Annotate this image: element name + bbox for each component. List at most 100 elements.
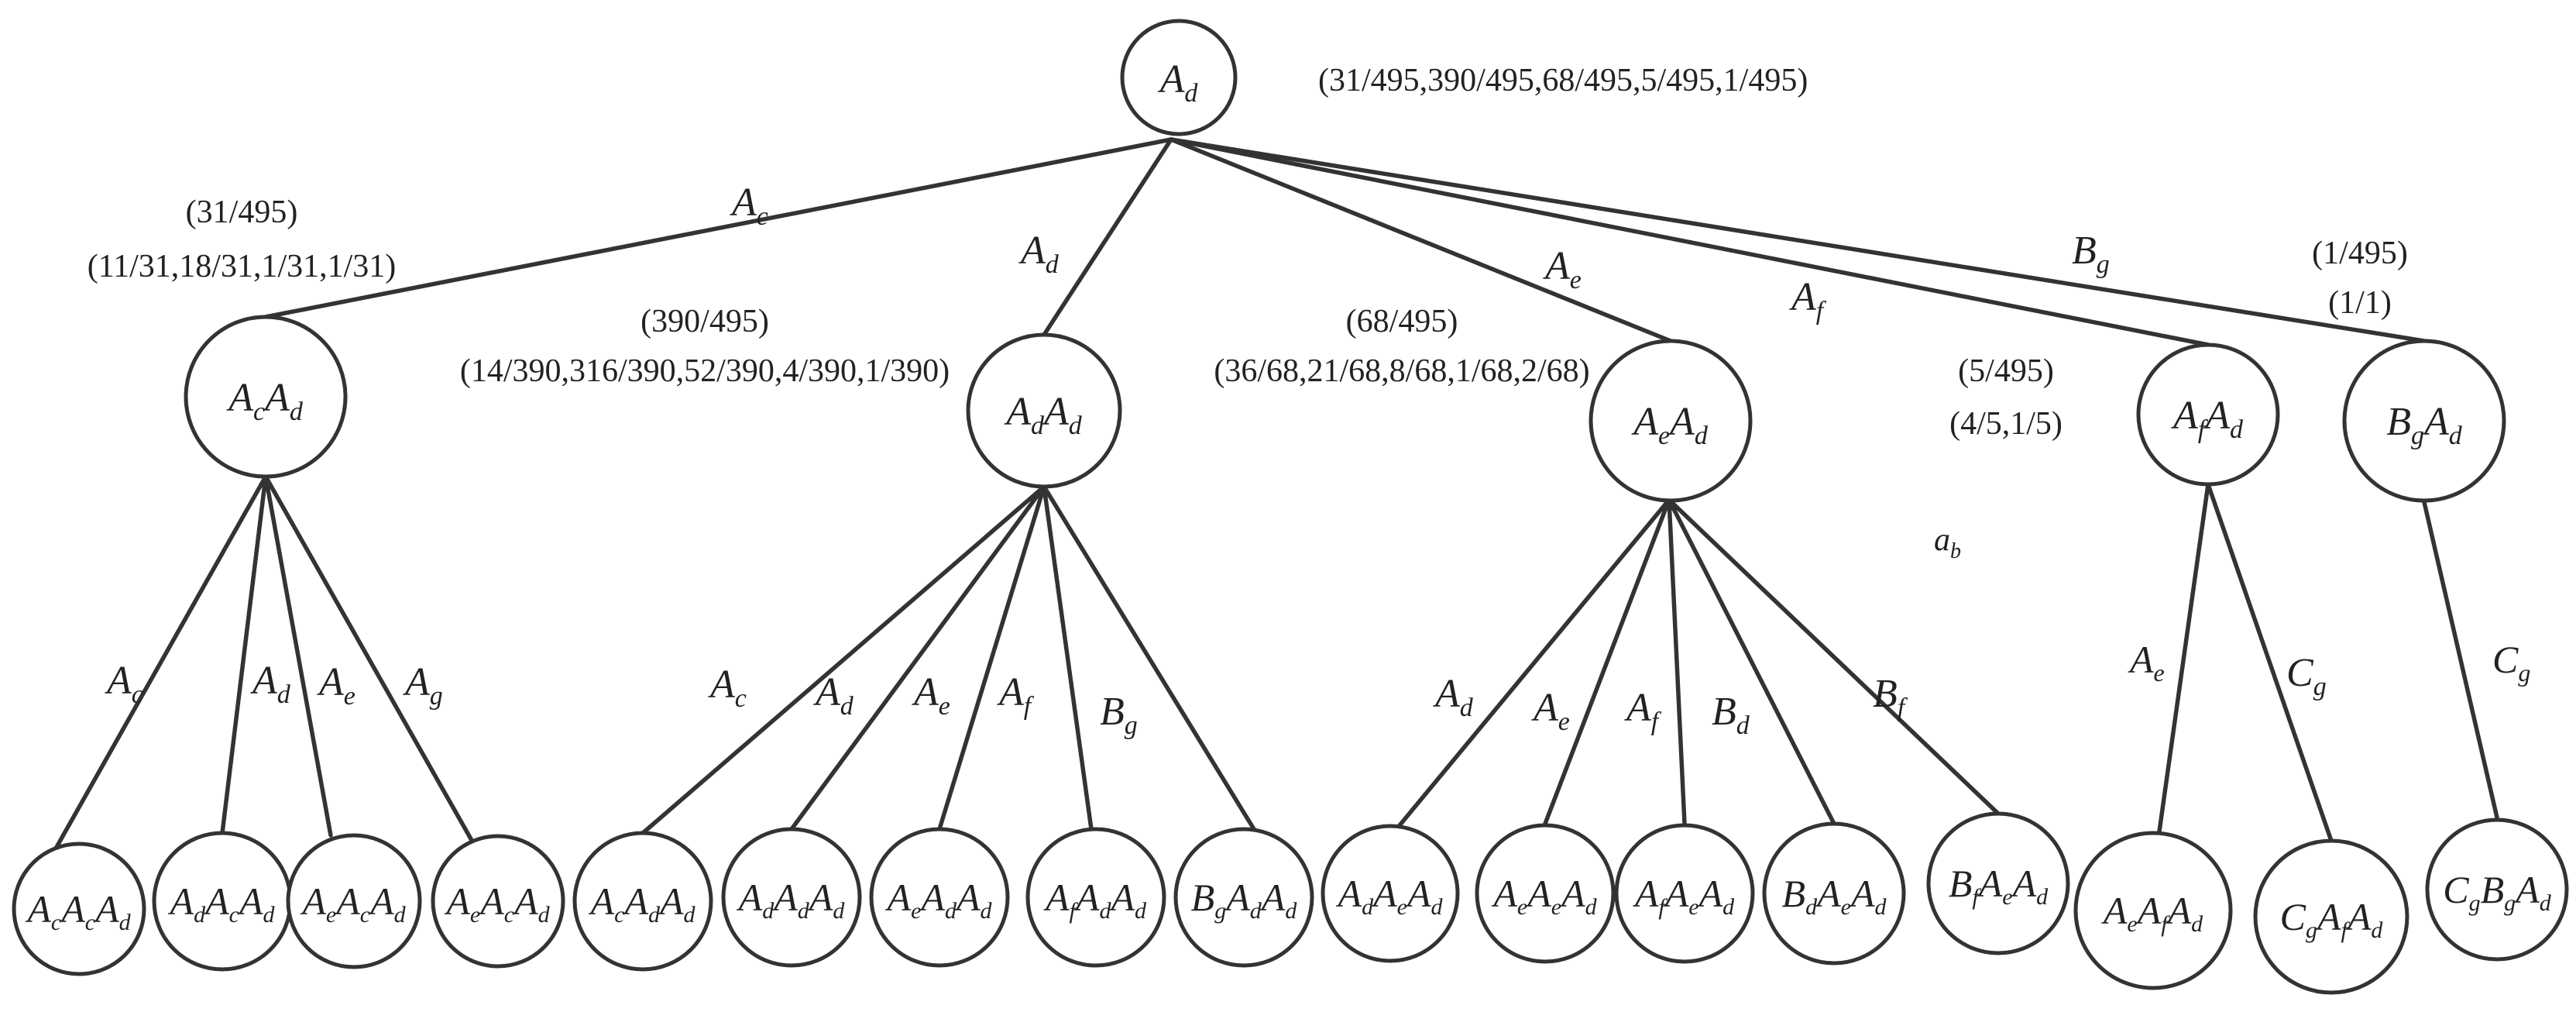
node-label-sub: g: [2469, 890, 2481, 916]
node-label-part: A: [1849, 872, 1875, 915]
node-label-part: B: [1191, 876, 1215, 919]
edge-adad-child-4: [1042, 484, 1094, 831]
node-root: Ad: [1120, 19, 1238, 136]
node-level2-4: AeAcAd: [431, 834, 565, 969]
node-level1-5: BgAd: [2342, 339, 2506, 503]
node-label-sub: g: [2411, 422, 2424, 450]
svg-text:AfAeAd: AfAeAd: [1633, 872, 1735, 920]
svg-text:AfAdAd: AfAdAd: [1043, 876, 1147, 924]
edge-adad-child-2: [789, 484, 1046, 831]
edge-label: Bf: [1873, 672, 1908, 722]
node-label-part: A: [2135, 889, 2162, 932]
node-label-part: A: [1336, 872, 1362, 915]
node-label-sub: c: [85, 910, 95, 935]
node-label-sub: d: [1695, 422, 1709, 450]
edge-label: Cg: [2492, 638, 2530, 687]
svg-text:AeAd: AeAd: [1631, 400, 1709, 450]
node-label-sub: d: [538, 902, 551, 928]
node-label-sub: e: [2127, 911, 2137, 937]
node-label-part: A: [237, 879, 263, 923]
node-label-sub: c: [504, 902, 514, 928]
node-label-part: B: [2386, 400, 2411, 444]
node-label-part: A: [2513, 868, 2540, 911]
node-label-sub: d: [2371, 917, 2383, 943]
prob-label: (1/495): [2312, 236, 2408, 271]
node-label-sub: e: [1688, 894, 1698, 920]
edge-label: Ae: [317, 660, 355, 711]
node-label-sub: d: [980, 898, 992, 924]
node-label-sub: d: [2540, 890, 2552, 916]
node-label-sub: e: [1658, 422, 1670, 450]
node-label-sub: e: [1517, 894, 1527, 920]
edge-aead-child-5: [1667, 497, 2001, 816]
edge-label: Ad: [250, 659, 291, 709]
node-label-part: A: [168, 879, 194, 923]
node-level2-2: AdAcAd: [152, 831, 293, 972]
edge-root-to-aead: [1169, 137, 1673, 343]
node-label-sub: d: [1250, 898, 1262, 924]
node-level2-15: AeAfAd: [2073, 831, 2233, 990]
node-label-part: A: [2011, 862, 2037, 905]
edge-label: Ae: [912, 670, 950, 721]
node-label-sub: g: [2504, 890, 2516, 916]
edge-aead-child-1: [1394, 497, 1671, 831]
edge-label: Ae: [1543, 244, 1582, 294]
node-level2-7: AeAdAd: [869, 827, 1010, 968]
node-label-part: A: [334, 879, 360, 923]
node-label-sub: c: [229, 902, 239, 928]
edge-label: Ad: [1433, 672, 1474, 722]
node-label-sub: e: [1397, 894, 1407, 920]
edge-adad-child-5: [1042, 484, 1256, 831]
node-label-sub: d: [2191, 911, 2203, 937]
svg-text:AcAd: AcAd: [226, 376, 304, 426]
svg-text:AcAcAd: AcAcAd: [25, 887, 131, 935]
edge-acad-child-1: [53, 474, 268, 851]
node-label-part: A: [885, 876, 912, 919]
node-label-part: A: [954, 876, 981, 919]
node-label-sub: d: [1362, 894, 1374, 920]
node-label-part: A: [1405, 872, 1431, 915]
edge-root-to-adad: [1042, 137, 1173, 337]
edge-label: Bg: [1100, 690, 1138, 740]
annotation-label: ab: [1934, 522, 1961, 563]
svg-text:CgBgAd: CgBgAd: [2443, 868, 2551, 916]
node-level2-9: BgAdAd: [1173, 827, 1314, 968]
node-label-part: A: [93, 887, 119, 931]
node-label-sub: c: [614, 902, 624, 928]
node-label-part: A: [1525, 872, 1551, 915]
node-label-part: C: [2443, 868, 2469, 911]
edge-adad-child-3: [937, 484, 1046, 831]
node-label-part: A: [478, 879, 504, 923]
svg-text:BdAeAd: BdAeAd: [1782, 872, 1887, 920]
node-label-sub: d: [394, 902, 407, 928]
node-label-sub: d: [1031, 411, 1045, 440]
node-label-part: A: [658, 879, 684, 923]
svg-text:AdAdAd: AdAdAd: [737, 876, 846, 924]
node-level1-3: AeAd: [1589, 339, 1753, 503]
node-label-sub: d: [798, 898, 810, 924]
node-label-part: B: [1782, 872, 1806, 915]
edge-label: Ae: [1531, 686, 1570, 736]
node-level2-16: CgAfAd: [2253, 838, 2409, 995]
node-label-sub: d: [2230, 415, 2244, 444]
node-label-part: C: [2280, 895, 2306, 938]
node-label-part: A: [2166, 889, 2192, 932]
root-label-base: A: [1158, 57, 1185, 102]
node-level2-10: AdAeAd: [1321, 824, 1460, 963]
edge-acad-child-2: [220, 474, 268, 835]
svg-text:AfAd: AfAd: [2171, 394, 2244, 444]
node-label-part: A: [1559, 872, 1585, 915]
edge-bgad-child-1: [2422, 500, 2499, 820]
node-level2-3: AeAcAd: [286, 833, 422, 969]
node-label-sub: d: [1285, 898, 1297, 924]
node-label-part: A: [1259, 876, 1286, 919]
edge-label: Af: [997, 670, 1035, 721]
node-level1-2: AdAd: [966, 332, 1122, 489]
node-label-sub: d: [1874, 894, 1887, 920]
node-label-part: A: [622, 879, 648, 923]
edge-labels: Ac Ad Ae Af Bg Ac Ad Ae Ag Ac Ad Ae Af B…: [105, 181, 2530, 740]
svg-text:AeAeAd: AeAeAd: [1491, 872, 1597, 920]
node-level2-11: AeAeAd: [1475, 823, 1616, 964]
node-label-part: A: [1224, 876, 1250, 919]
